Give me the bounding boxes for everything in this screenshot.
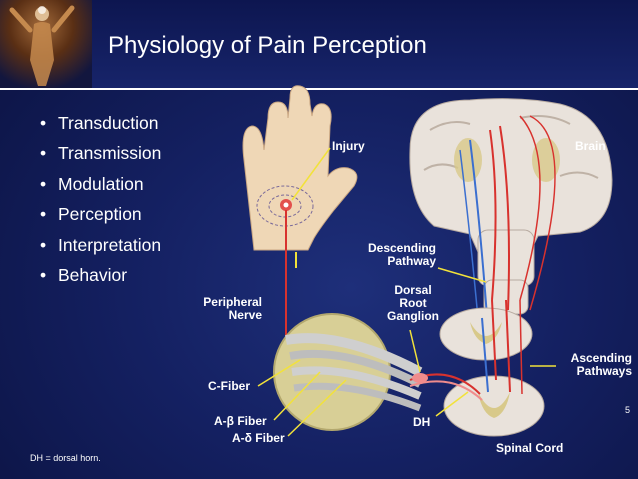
header-divider (0, 88, 638, 90)
bullet-item: • Interpretation (40, 230, 161, 260)
bullet-text: Transmission (58, 143, 162, 164)
label-line: Nerve (228, 308, 262, 322)
label-ascending-pathways: Ascending Pathways (540, 352, 632, 378)
brain-illustration (409, 98, 613, 341)
label-line: Pathway (387, 254, 436, 268)
hand-illustration (242, 85, 358, 336)
slide-title: Physiology of Pain Perception (108, 32, 427, 59)
label-peripheral-nerve: Peripheral Nerve (180, 296, 262, 322)
bullet-list: •Transduction •Transmission •Modulation … (40, 108, 161, 290)
bullet-dot: • (40, 204, 47, 225)
bullet-item: • Perception (40, 199, 161, 229)
bullet-item: • Behavior (40, 260, 161, 290)
bullet-dot: • (40, 264, 47, 285)
bullet-dot: • (40, 143, 47, 164)
label-line: Descending (367, 241, 436, 255)
bullet-text: Perception (58, 204, 142, 225)
bullet-dot: • (40, 234, 47, 255)
label-a-beta-fiber: A-β Fiber (214, 414, 267, 428)
bullet-text: Transduction (58, 113, 159, 133)
callout-lines (257, 147, 556, 437)
label-a-delta-fiber: A-δ Fiber (232, 431, 285, 445)
bullet-text: Behavior (58, 264, 128, 285)
label-line: Ascending (570, 351, 632, 365)
bullet-item: • Transmission (40, 138, 161, 168)
label-spinal-cord: Spinal Cord (496, 441, 564, 455)
label-line: Ganglion (387, 309, 439, 323)
bullet-item: • Modulation (40, 169, 161, 199)
label-c-fiber: C-Fiber (208, 379, 250, 393)
label-line: Dorsal (394, 283, 432, 297)
label-line: Pathways (576, 364, 632, 378)
bullet-text: Modulation (58, 173, 144, 194)
label-line: Peripheral (203, 295, 262, 309)
bullet-dot: • (40, 113, 47, 133)
label-line: Root (399, 296, 427, 310)
nerve-bundle-illustration (273, 313, 483, 431)
bullet-item: • Transduction (40, 108, 161, 138)
spinal-cord-illustration (439, 299, 545, 437)
bullet-dot: • (40, 173, 47, 194)
label-injury: Injury (332, 139, 365, 153)
label-dorsal-root-ganglion: Dorsal Root Ganglion (378, 284, 448, 323)
footnote: DH = dorsal horn. (30, 453, 101, 463)
bullet-text: Interpretation (58, 234, 162, 255)
body-silhouette-image (0, 0, 92, 88)
label-brain: Brain (575, 139, 606, 153)
label-descending-pathway: Descending Pathway (344, 242, 436, 268)
page-number: 5 (625, 405, 631, 415)
header-band (0, 0, 638, 88)
label-dh: DH (413, 415, 431, 429)
